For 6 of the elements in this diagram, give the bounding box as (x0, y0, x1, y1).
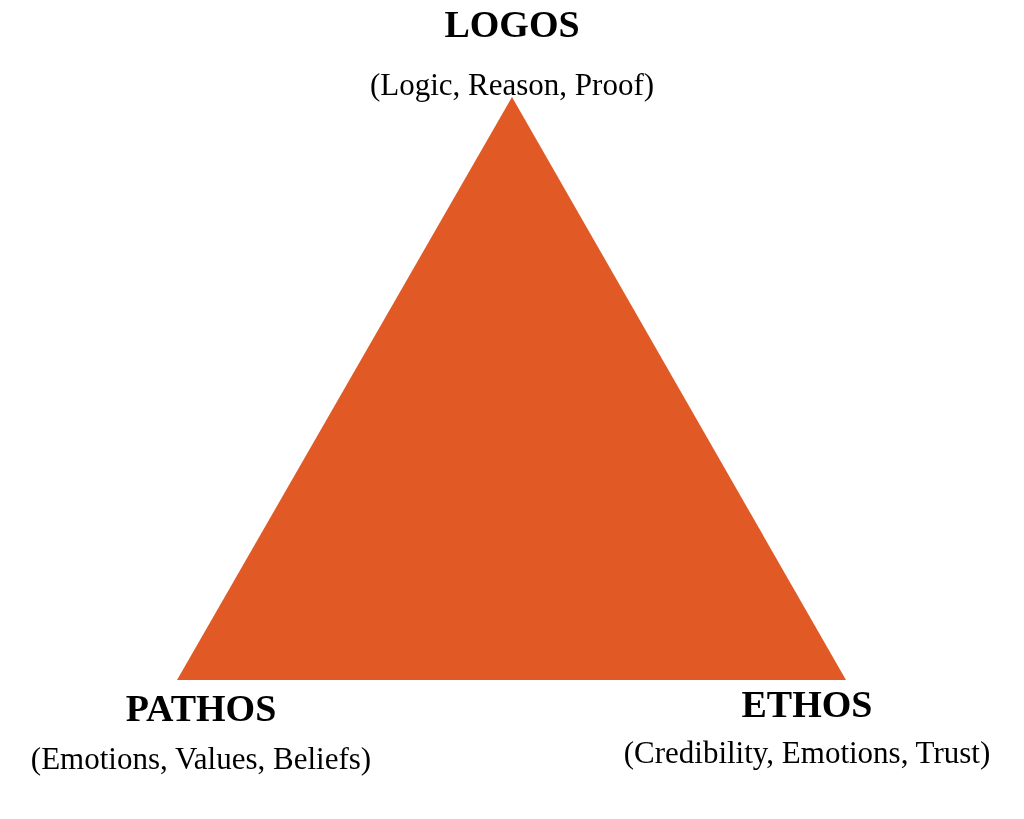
vertex-heading: LOGOS (444, 4, 580, 46)
vertex-heading: PATHOS (125, 688, 277, 730)
vertex-description: (Credibility, Emotions, Trust) (623, 736, 991, 771)
vertex-description: (Logic, Reason, Proof) (369, 68, 655, 103)
vertex-description: (Emotions, Values, Beliefs) (30, 742, 372, 777)
vertex-heading: ETHOS (741, 684, 873, 726)
